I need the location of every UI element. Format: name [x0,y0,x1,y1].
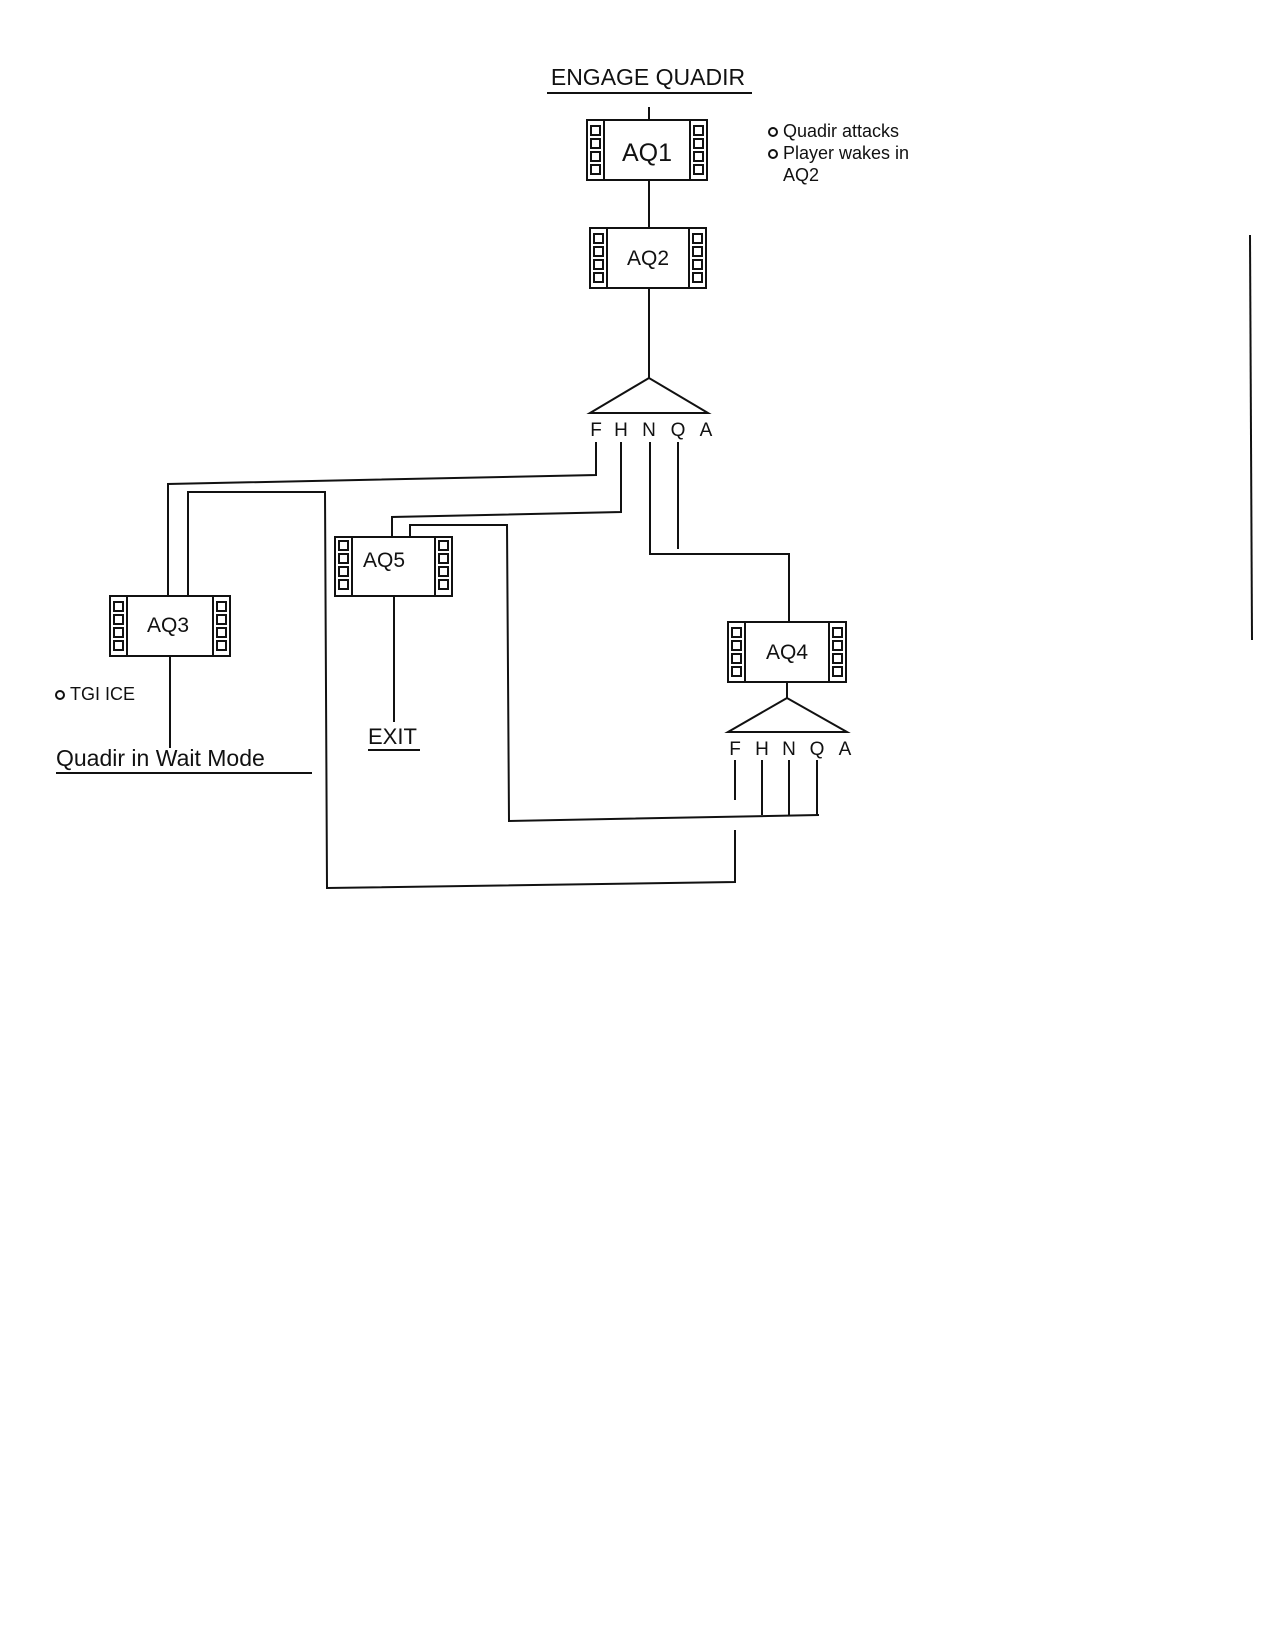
branch-triangle-bottom [724,696,851,733]
node-label-aq5: AQ5 [363,549,405,572]
film-node-aq4: AQ4 [727,621,847,683]
branch-triangle-top [586,376,712,414]
film-node-aq1: AQ1 [586,119,708,181]
bullet-icon [55,690,65,700]
branch-letter: F [590,420,602,441]
film-node-aq5: AQ5 [334,536,453,597]
node-label-aq2: AQ2 [627,247,669,270]
branch-letter: A [700,420,713,441]
bullet-icon [768,127,778,137]
branch-letter: F [729,739,741,760]
endpoint-wait-mode: Quadir in Wait Mode [56,745,265,771]
branch-letter: H [614,420,628,441]
bullet-icon [768,149,778,159]
note-quadir-attacks: Quadir attacks [783,121,899,141]
branch-letter: Q [671,420,686,441]
endpoint-exit: EXIT [368,724,417,749]
node-label-aq1: AQ1 [622,139,672,167]
aq1-notes: Quadir attacks Player wakes in AQ2 [768,121,909,185]
branch-letter: H [755,739,769,760]
branch-routing-lines [167,442,820,890]
note-player-wakes: Player wakes in [783,143,909,163]
branch-letter: Q [810,739,825,760]
note-player-wakes-cont: AQ2 [783,165,819,185]
film-node-aq3: AQ3 [109,595,231,657]
film-node-aq2: AQ2 [589,227,707,289]
node-label-aq3: AQ3 [147,614,189,637]
node-label-aq4: AQ4 [766,641,808,664]
branch-letters-bottom: F H N Q A [729,739,851,760]
margin-line [1249,234,1253,641]
note-tgi-ice: TGI ICE [70,684,135,704]
branch-letter: N [642,420,656,441]
branch-letter: N [782,739,796,760]
diagram-title: ENGAGE QUADIR [551,64,745,90]
branch-letter: A [839,739,852,760]
branch-letters-top: F H N Q A [590,420,712,441]
